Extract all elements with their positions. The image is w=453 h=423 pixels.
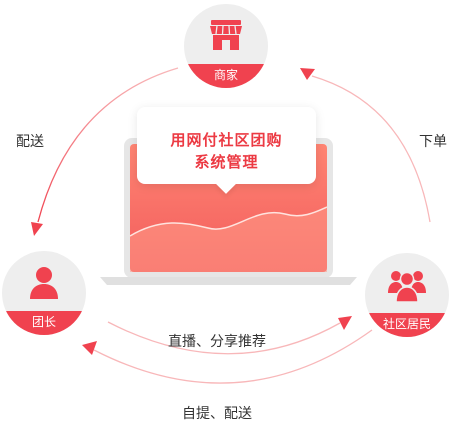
node-residents-label: 社区居民: [365, 313, 449, 337]
node-merchant-label: 商家: [184, 64, 268, 88]
laptop-base: [100, 277, 357, 285]
edge-label-delivery: 配送: [16, 134, 44, 150]
arc-leader-to-residents: [107, 321, 341, 355]
edge-label-order: 下单: [419, 134, 447, 150]
screen-wave-line: [129, 206, 328, 237]
title-line-2: 系统管理: [194, 153, 259, 171]
arc-merchant-to-leader: [37, 67, 179, 223]
arrowhead-merchant-to-leader: [31, 222, 43, 236]
title-card: 用网付社区团购 系统管理: [137, 107, 316, 194]
person-icon: [30, 267, 58, 299]
arrowhead-residents-to-leader: [82, 341, 97, 355]
node-merchant: 商家: [184, 4, 268, 88]
edge-label-live-share: 直播、分享推荐: [168, 334, 266, 350]
arc-residents-to-leader: [93, 329, 373, 384]
arc-residents-to-merchant: [311, 75, 431, 223]
arrowhead-leader-to-residents: [338, 316, 352, 330]
group-icon: [388, 271, 426, 303]
title-line-1: 用网付社区团购: [170, 131, 283, 149]
edge-label-pickup-delivery: 自提、配送: [182, 406, 252, 422]
storefront-icon: [210, 20, 242, 50]
node-residents: 社区居民: [365, 253, 449, 337]
arrowhead-residents-to-merchant: [300, 68, 315, 80]
node-leader-label: 团长: [2, 311, 86, 335]
node-leader: 团长: [2, 251, 86, 335]
